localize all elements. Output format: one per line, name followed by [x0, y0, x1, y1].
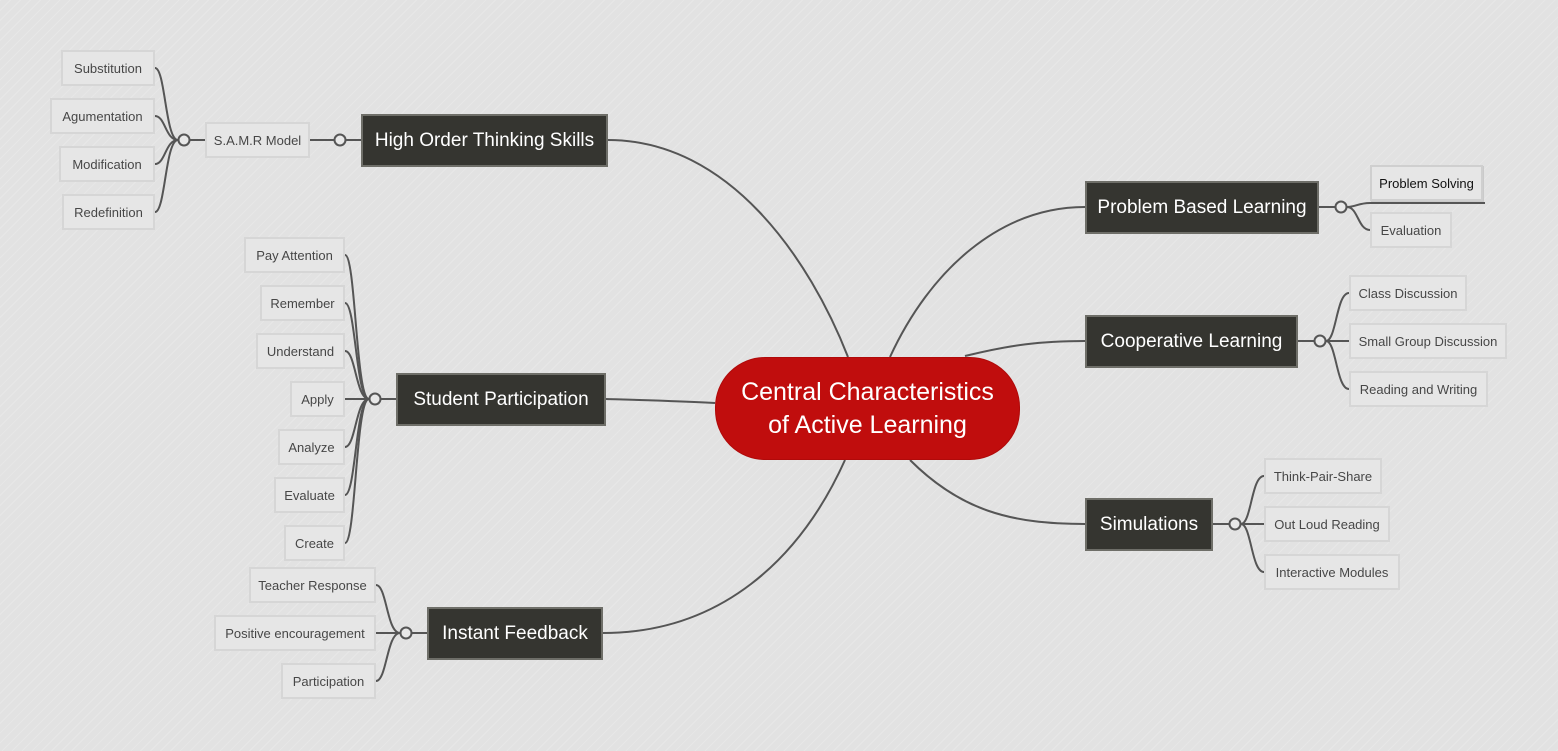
pbl-collapse-knob[interactable] [1334, 200, 1348, 214]
subnode-positive-encouragement[interactable]: Positive encouragement [214, 615, 376, 651]
subnode-interactive-modules[interactable]: Interactive Modules [1264, 554, 1400, 590]
samr-link-3 [154, 139, 179, 213]
subnode-remember[interactable]: Remember [260, 285, 345, 321]
cooperative-collapse-knob[interactable] [1313, 334, 1327, 348]
participation-link-2 [344, 350, 370, 400]
branch-student-participation[interactable]: Student Participation [396, 373, 606, 426]
subnode-participation[interactable]: Participation [281, 663, 376, 699]
link-root-simulations [909, 459, 1086, 525]
samr-link-1 [154, 115, 179, 141]
pbl-link-0 [1346, 202, 1485, 208]
participation-link-6 [344, 398, 370, 544]
link-root-feedback [602, 459, 846, 634]
subnode-think-pair-share[interactable]: Think-Pair-Share [1264, 458, 1382, 494]
feedback-link-0 [375, 584, 401, 634]
participation-link-1 [344, 302, 370, 400]
subnode-create[interactable]: Create [284, 525, 345, 561]
subnode-evaluate[interactable]: Evaluate [274, 477, 345, 513]
subnode-class-discussion[interactable]: Class Discussion [1349, 275, 1467, 311]
root-title-line1: Central Characteristics [741, 377, 994, 406]
subnode-small-group-discussion[interactable]: Small Group Discussion [1349, 323, 1507, 359]
subnode-agumentation[interactable]: Agumentation [50, 98, 155, 134]
participation-link-0 [344, 254, 370, 400]
link-root-cooperative [964, 340, 1086, 357]
root-node[interactable]: Central Characteristics of Active Learni… [715, 357, 1020, 460]
subnode-substitution[interactable]: Substitution [61, 50, 155, 86]
simulations-collapse-knob[interactable] [1228, 517, 1242, 531]
cooperative-link-0 [1325, 292, 1350, 342]
feedback-collapse-knob[interactable] [399, 626, 413, 640]
subnode-reading-and-writing[interactable]: Reading and Writing [1349, 371, 1488, 407]
subnode-apply[interactable]: Apply [290, 381, 345, 417]
samr-link-0 [154, 67, 179, 141]
subnode-understand[interactable]: Understand [256, 333, 345, 369]
samr-collapse-knob[interactable] [177, 133, 191, 147]
subnode-out-loud-reading[interactable]: Out Loud Reading [1264, 506, 1390, 542]
cooperative-link-2 [1325, 340, 1350, 390]
link-root-hots [607, 139, 849, 358]
hots-collapse-knob[interactable] [333, 133, 347, 147]
branch-cooperative-learning[interactable]: Cooperative Learning [1085, 315, 1298, 368]
participation-collapse-knob[interactable] [368, 392, 382, 406]
pbl-link-1 [1346, 206, 1371, 231]
subnode-modification[interactable]: Modification [59, 146, 155, 182]
link-root-pbl [889, 206, 1086, 358]
branch-problem-based-learning[interactable]: Problem Based Learning [1085, 181, 1319, 234]
subnode-teacher-response[interactable]: Teacher Response [249, 567, 376, 603]
simulations-link-0 [1240, 475, 1265, 525]
subnode-problem-solving[interactable]: Problem Solving [1370, 165, 1483, 201]
subnode-analyze[interactable]: Analyze [278, 429, 345, 465]
subnode-redefinition[interactable]: Redefinition [62, 194, 155, 230]
participation-link-5 [344, 398, 370, 496]
link-root-participation [605, 398, 716, 404]
subnode-evaluation[interactable]: Evaluation [1370, 212, 1452, 248]
branch-simulations[interactable]: Simulations [1085, 498, 1213, 551]
branch-high-order-thinking-skills[interactable]: High Order Thinking Skills [361, 114, 608, 167]
root-title-line2: of Active Learning [768, 410, 967, 439]
feedback-link-2 [375, 632, 401, 682]
branch-instant-feedback[interactable]: Instant Feedback [427, 607, 603, 660]
subnode-samr-model[interactable]: S.A.M.R Model [205, 122, 310, 158]
simulations-link-2 [1240, 523, 1265, 573]
subnode-pay-attention[interactable]: Pay Attention [244, 237, 345, 273]
